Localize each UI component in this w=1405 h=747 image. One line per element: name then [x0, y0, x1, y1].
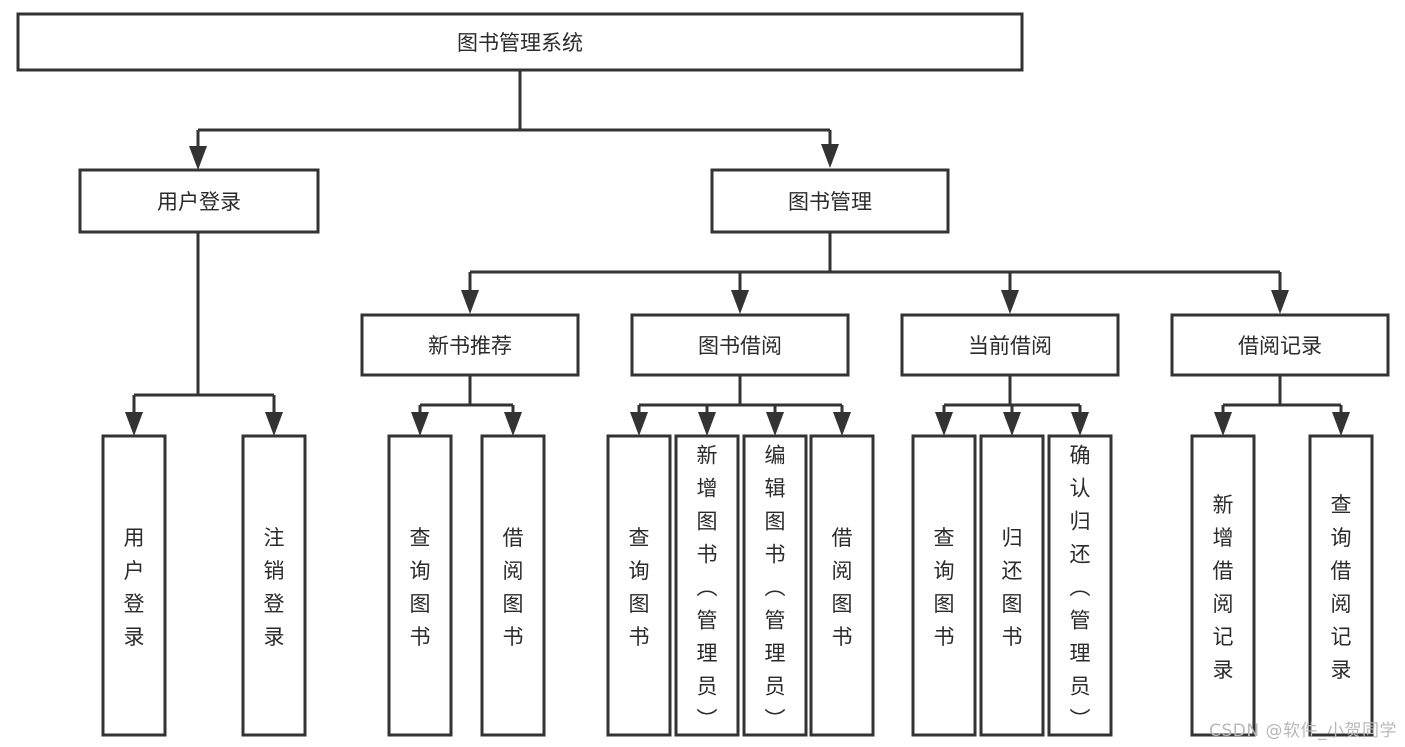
arrow-head-leaf-return-book: [1003, 412, 1021, 436]
node-new-book-recommend[interactable]: 新书推荐: [360, 313, 580, 377]
node-leaf-query-record-label: 查询借阅记录: [1331, 493, 1352, 682]
node-book-borrow-box[interactable]: [630, 313, 850, 377]
node-new-book-recommend-label: 新书推荐: [428, 334, 512, 358]
node-leaf-user-login[interactable]: 用户登录: [101, 434, 167, 737]
node-leaf-user-login-box[interactable]: [101, 434, 167, 737]
node-leaf-logout-login[interactable]: 注销登录: [241, 434, 307, 737]
arrow-head-new-book-recommend: [461, 290, 479, 314]
node-leaf-return-book-box[interactable]: [979, 434, 1045, 737]
node-leaf-query-book-1-box[interactable]: [387, 434, 453, 737]
connector-bookmanage-to-bus: [468, 232, 1282, 292]
arrow-head-leaf-query-record: [1332, 412, 1350, 436]
node-book-manage-box[interactable]: [710, 168, 950, 234]
node-current-borrow-label: 当前借阅: [968, 334, 1052, 358]
node-root-label: 图书管理系统: [457, 31, 583, 55]
node-book-borrow-label: 图书借阅: [698, 334, 782, 358]
arrow-head-leaf-logout-login: [265, 412, 283, 436]
arrow-head-leaf-user-login: [125, 412, 143, 436]
node-current-borrow-box[interactable]: [900, 313, 1120, 377]
node-leaf-add-book-box[interactable]: [674, 434, 740, 737]
node-leaf-return-book[interactable]: 归还图书: [979, 434, 1045, 737]
node-leaf-borrow-book-2-box[interactable]: [809, 434, 875, 737]
node-leaf-query-book-2[interactable]: 查询图书: [606, 434, 672, 737]
node-leaf-add-record[interactable]: 新增借阅记录: [1190, 434, 1256, 737]
node-user-login-box[interactable]: [78, 168, 320, 234]
node-leaf-edit-book-box[interactable]: [742, 434, 808, 737]
node-leaf-confirm-return-label: 确认归还︵管理员︶: [1070, 443, 1091, 731]
arrow-head-current-borrow: [1001, 290, 1019, 314]
arrow-head-leaf-borrow-book-2: [833, 412, 851, 436]
arrow-head-leaf-add-book: [698, 412, 716, 436]
arrow-head-book-manage: [821, 144, 839, 168]
node-leaf-query-book-3-box[interactable]: [911, 434, 977, 737]
node-leaf-add-book-label: 新增图书︵管理员︶: [697, 443, 718, 731]
node-leaf-borrow-book-1[interactable]: 借阅图书: [480, 434, 546, 737]
connector-root-to-bus: [196, 70, 832, 152]
connector-layer: [125, 70, 1350, 436]
node-leaf-add-record-label: 新增借阅记录: [1213, 493, 1234, 682]
arrow-head-borrow-record: [1271, 290, 1289, 314]
node-root-box[interactable]: [16, 12, 1024, 72]
arrow-head-user-login: [189, 146, 207, 170]
node-book-manage-label: 图书管理: [788, 190, 872, 214]
connector-userlogin-to-bus: [132, 232, 276, 414]
node-book-borrow[interactable]: 图书借阅: [630, 313, 850, 377]
arrow-head-leaf-query-book-1: [411, 412, 429, 436]
node-leaf-query-record-box[interactable]: [1308, 434, 1374, 737]
node-leaf-query-book-3[interactable]: 查询图书: [911, 434, 977, 737]
node-leaf-edit-book-label: 编辑图书︵管理员︶: [765, 443, 786, 731]
node-leaf-edit-book[interactable]: 编辑图书︵管理员︶: [742, 434, 808, 737]
node-root[interactable]: 图书管理系统: [16, 12, 1024, 72]
node-borrow-record[interactable]: 借阅记录: [1170, 313, 1390, 377]
arrow-head-leaf-edit-book: [766, 412, 784, 436]
node-leaf-borrow-book-1-box[interactable]: [480, 434, 546, 737]
node-leaf-query-record[interactable]: 查询借阅记录: [1308, 434, 1374, 737]
node-current-borrow[interactable]: 当前借阅: [900, 313, 1120, 377]
node-leaf-add-record-box[interactable]: [1190, 434, 1256, 737]
node-user-login[interactable]: 用户登录: [78, 168, 320, 234]
node-leaf-user-login-label: 用户登录: [124, 526, 145, 649]
node-leaf-borrow-book-1-label: 借阅图书: [503, 526, 524, 649]
arrow-head-book-borrow: [731, 290, 749, 314]
node-leaf-query-book-1-label: 查询图书: [410, 526, 431, 649]
arrow-head-leaf-query-book-2: [630, 412, 648, 436]
arrow-head-leaf-query-book-3: [935, 412, 953, 436]
arrow-head-leaf-borrow-book-1: [504, 412, 522, 436]
node-book-manage[interactable]: 图书管理: [710, 168, 950, 234]
node-leaf-logout-login-label: 注销登录: [264, 526, 285, 649]
node-leaf-return-book-label: 归还图书: [1002, 526, 1023, 649]
node-leaf-borrow-book-2[interactable]: 借阅图书: [809, 434, 875, 737]
node-borrow-record-label: 借阅记录: [1238, 334, 1322, 358]
node-leaf-query-book-1[interactable]: 查询图书: [387, 434, 453, 737]
node-borrow-record-box[interactable]: [1170, 313, 1390, 377]
connector-borrowrecord-to-bus: [1221, 375, 1343, 414]
node-new-book-recommend-box[interactable]: [360, 313, 580, 377]
node-leaf-confirm-return[interactable]: 确认归还︵管理员︶: [1047, 434, 1113, 737]
node-leaf-query-book-2-label: 查询图书: [629, 526, 650, 649]
connector-bookborrow-to-bus: [637, 375, 844, 414]
connector-currentborrow-to-bus: [942, 375, 1082, 414]
connector-newbook-to-bus: [418, 375, 515, 414]
node-leaf-add-book[interactable]: 新增图书︵管理员︶: [674, 434, 740, 737]
node-leaf-borrow-book-2-label: 借阅图书: [832, 526, 853, 649]
csdn-watermark: CSDN @软件_小贺同学: [1209, 721, 1397, 741]
node-leaf-query-book-3-label: 查询图书: [934, 526, 955, 649]
arrow-head-leaf-add-record: [1214, 412, 1232, 436]
node-leaf-logout-login-box[interactable]: [241, 434, 307, 737]
arrow-head-leaf-confirm-return: [1071, 412, 1089, 436]
node-leaf-confirm-return-box[interactable]: [1047, 434, 1113, 737]
node-user-login-label: 用户登录: [157, 190, 241, 214]
node-leaf-query-book-2-box[interactable]: [606, 434, 672, 737]
